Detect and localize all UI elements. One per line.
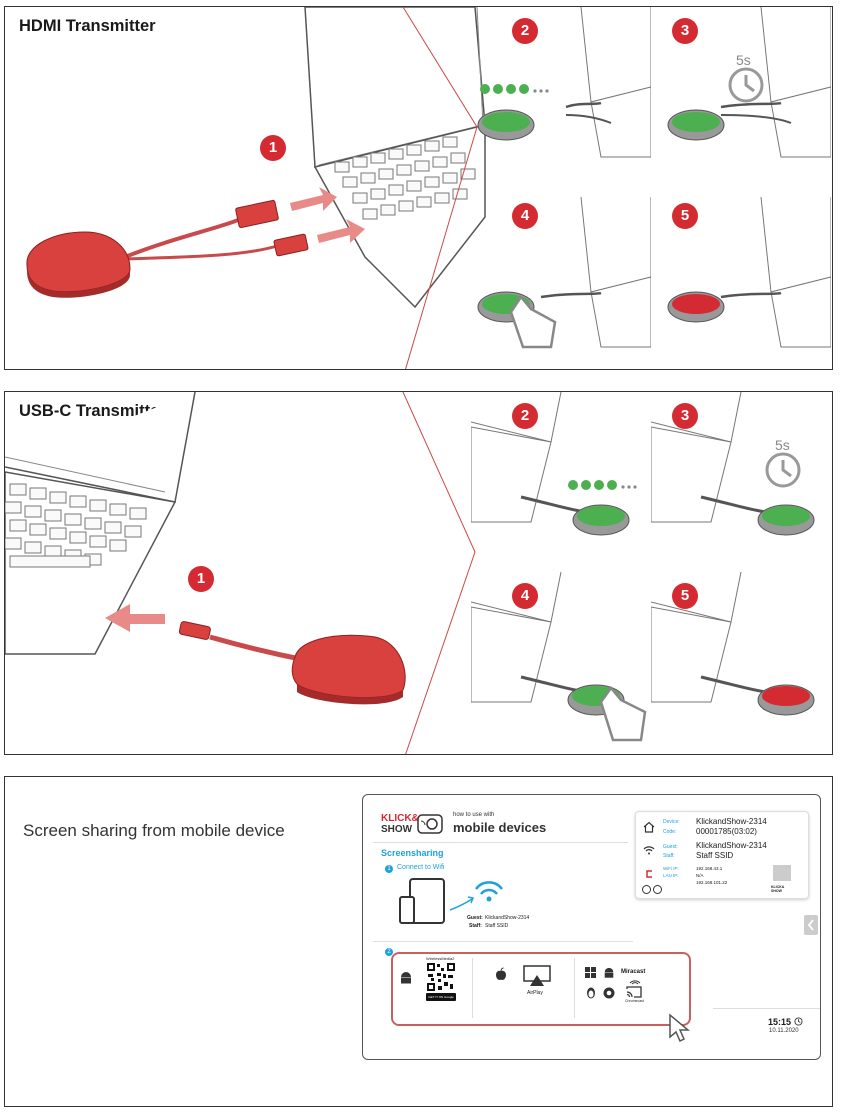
chrome-icon[interactable] <box>603 987 615 999</box>
wifi-guest-value: KlickandShow-2314 <box>485 915 530 921</box>
mobile-screen-screenshot: KLICK& SHOW how to use with mobile devic… <box>362 794 821 1060</box>
hdmi-step-3-illustration <box>667 7 831 158</box>
usbc-step-4-illustration <box>471 572 647 742</box>
code-label: Code: <box>663 829 677 835</box>
tablet-phone-icon <box>399 878 445 924</box>
usbc-step-2-illustration <box>471 392 637 536</box>
hdmi-step-4-illustration <box>477 197 651 349</box>
hdmi-step-1-badge: 1 <box>260 135 286 161</box>
mini-qr-placeholder <box>773 865 791 881</box>
small-round-icon-2 <box>653 885 662 894</box>
usbc-wait-label: 5s <box>775 437 790 453</box>
usbc-step-1-badge: 1 <box>188 566 214 592</box>
usbc-step-2-badge: 2 <box>512 403 538 429</box>
device-value: KlickandShow-2314 <box>696 817 767 826</box>
airplay-icon[interactable] <box>523 965 551 987</box>
linux-icon[interactable] <box>586 987 596 999</box>
chromecast-label: Chromecast <box>625 999 644 1003</box>
side-expand-tab[interactable] <box>804 915 818 935</box>
device-label: Device: <box>663 819 680 825</box>
code-value: 00001785(03:02) <box>696 827 757 836</box>
miracast-icon[interactable] <box>628 977 642 985</box>
wifi-small-icon <box>643 846 655 855</box>
clock-date: 10.11.2020 <box>769 1028 799 1034</box>
clock-time: 15:15 <box>768 1017 792 1027</box>
qr-code-icon[interactable] <box>426 962 456 992</box>
logo-line1: KLICK& <box>381 813 419 824</box>
camera-logo-icon <box>417 814 443 834</box>
home-icon <box>643 821 655 833</box>
wifi-ip-label: WiFi IP: <box>663 866 679 871</box>
hdmi-step-4-badge: 4 <box>512 203 538 229</box>
info-staff-value: Staff SSID <box>696 851 734 860</box>
mobile-devices-heading: mobile devices <box>453 820 547 835</box>
step1-bullet: 1 <box>385 865 393 873</box>
section-screensharing: Screensharing <box>381 848 444 858</box>
qr-title: WirelessMedia2 <box>426 956 455 961</box>
step2-divider <box>373 941 633 942</box>
howto-label: how to use with <box>453 812 495 818</box>
hdmi-step-5-badge: 5 <box>672 203 698 229</box>
hdmi-step-5-illustration <box>667 197 831 348</box>
hdmi-title: HDMI Transmitter <box>19 17 156 35</box>
usbc-title: USB-C Transmitter <box>19 402 166 420</box>
usbc-main-illustration <box>5 392 476 754</box>
lan-ip-value: N/A <box>696 873 704 878</box>
mini-logo: KLICK& SHOW <box>771 885 785 893</box>
step2-bullet: 2 <box>385 948 393 956</box>
wifi-ip-value: 192.168.43.1 <box>696 866 723 871</box>
wifi-arrow-icon <box>449 881 504 911</box>
info-guest-value: KlickandShow-2314 <box>696 841 767 850</box>
box-divider-2 <box>574 958 575 1018</box>
usbc-step-4-badge: 4 <box>512 583 538 609</box>
chevron-left-icon[interactable] <box>807 919 815 931</box>
box-divider-1 <box>472 958 473 1018</box>
network-icon <box>646 870 652 878</box>
mobile-description: Screen sharing from mobile device <box>23 821 285 840</box>
hdmi-panel: HDMI Transmitter 1 <box>4 6 833 370</box>
hdmi-step-3-badge: 3 <box>672 18 698 44</box>
airplay-label: AirPlay <box>527 990 543 996</box>
mobile-panel: Screen sharing from mobile device KLICK&… <box>4 776 833 1107</box>
hdmi-step-2-badge: 2 <box>512 18 538 44</box>
usbc-panel: USB-C Transmitter 1 2 <box>4 391 833 755</box>
android-icon-2[interactable] <box>603 967 615 979</box>
google-play-badge[interactable]: GET IT ON Google Play <box>426 993 456 1001</box>
wifi-guest-label: Guest: <box>467 915 483 921</box>
windows-icon[interactable] <box>585 967 596 978</box>
lan-ip-label: LAN IP: <box>663 873 679 878</box>
clock-icon <box>794 1017 803 1026</box>
usbc-step-5-badge: 5 <box>672 583 698 609</box>
wifi-staff-value: Staff SSID <box>485 923 509 929</box>
apple-icon[interactable] <box>494 967 508 981</box>
hdmi-step-2-illustration <box>477 7 651 158</box>
footer-divider <box>713 1008 820 1009</box>
connect-options-box <box>391 952 691 1026</box>
miracast-label: Miracast <box>621 969 646 975</box>
hdmi-main-illustration <box>26 7 486 369</box>
hdmi-wait-label: 5s <box>736 52 751 68</box>
device-info-card <box>635 811 809 899</box>
small-round-icon-1 <box>642 885 651 894</box>
header-divider <box>373 842 628 843</box>
usbc-step-3-badge: 3 <box>672 403 698 429</box>
android-icon[interactable] <box>399 971 413 985</box>
wifi-staff-label: Staff: <box>469 923 482 929</box>
info-staff-label: Staff: <box>663 853 675 859</box>
mouse-cursor-icon <box>669 1013 690 1043</box>
ip-third-value: 192.168.101.22 <box>696 880 728 885</box>
chromecast-icon[interactable] <box>626 986 642 998</box>
logo-line2: SHOW <box>381 824 413 835</box>
info-guest-label: Guest: <box>663 844 678 850</box>
connect-wifi-label: Connect to Wifi <box>397 864 445 871</box>
